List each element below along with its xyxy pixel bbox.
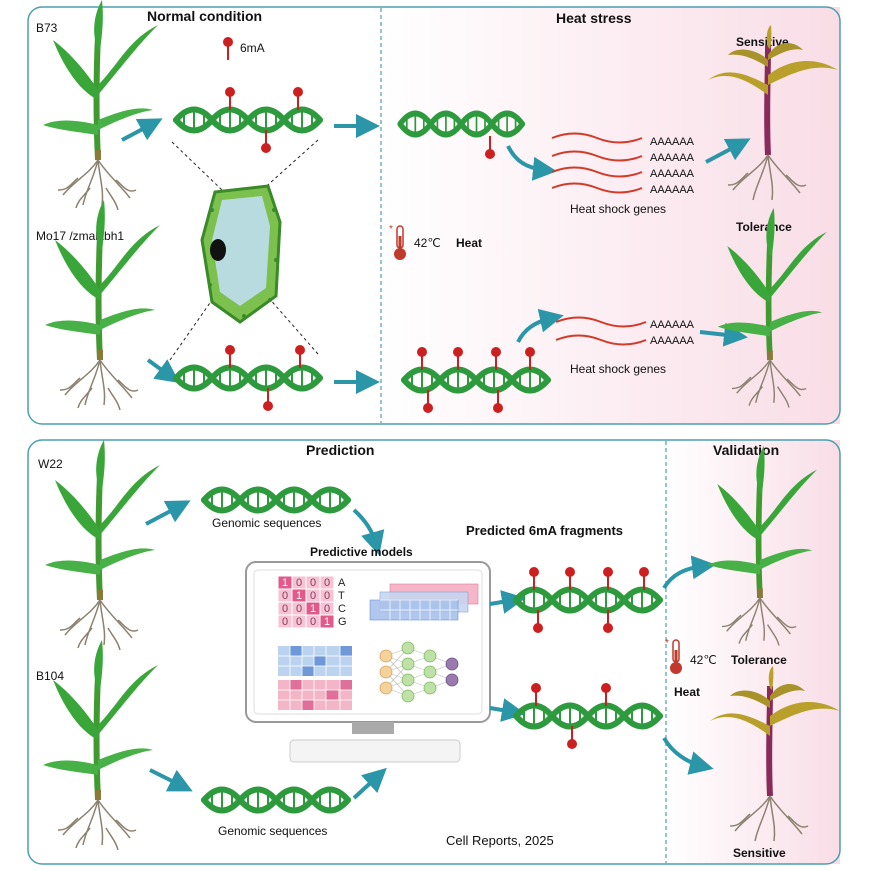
onehot-value: 0 [310,616,316,628]
dna-predicted-sensitive-icon [516,682,660,750]
heat-label-bottom: Heat [674,685,700,699]
mo17-label: Mo17 /zmalkbh1 [36,229,124,243]
arrow-icon [489,698,526,722]
arrow-icon [352,508,385,556]
onehot-value: 1 [324,616,330,628]
arrow-icon [516,308,564,343]
bottom-panel: Prediction Validation W22 B104 Genomic s… [27,439,841,865]
top-panel-frame [27,6,841,425]
plant-cell-icon [169,139,319,361]
sensitive-label-bottom: Sensitive [733,846,786,860]
onehot-base-label: T [338,590,345,602]
heat-shock-transcripts-b73: AAAAAA AAAAAA AAAAAA AAAAAA [551,132,695,196]
dna-b73-normal-icon [176,86,320,154]
arrow-icon [145,500,191,526]
blue-heatmap-icon [278,646,352,676]
onehot-value: 0 [324,603,330,615]
top-panel: Normal condition Heat stress B73 Mo17 /z… [27,0,841,425]
onehot-value: 0 [282,616,288,628]
onehot-value: 1 [282,577,288,589]
w22-label: W22 [38,457,63,471]
onehot-base-label: C [338,603,346,615]
bottom-panel-frame [27,439,841,865]
arrow-icon [662,555,716,590]
onehot-value: 0 [282,590,288,602]
polya-text: AAAAAA [650,136,695,148]
dna-b104-icon [204,790,348,811]
onehot-value: 0 [310,577,316,589]
predicted-6ma-label: Predicted 6mA fragments [466,523,623,538]
onehot-value: 0 [324,590,330,602]
onehot-value: 0 [324,577,330,589]
arrow-icon [699,322,748,347]
polya-text: AAAAAA [650,168,695,180]
polya-text: AAAAAA [650,184,695,196]
pink-heatmap-icon [278,680,352,710]
neural-network-icon [379,641,459,703]
arrow-icon [705,138,751,164]
arrow-icon [121,118,163,142]
6ma-legend-label: 6mA [240,41,265,55]
dna-predicted-tolerant-icon [516,566,660,634]
temperature-label-top: 42℃ [414,236,441,250]
b104-label: B104 [36,669,64,683]
heat-stress-title: Heat stress [556,10,632,26]
onehot-base-label: G [338,616,347,628]
arrow-icon [506,145,557,181]
arrow-icon [352,767,387,800]
onehot-cell [319,614,335,629]
heat-label-top: Heat [456,236,482,250]
w22-plant-icon [45,440,160,650]
temperature-label-bottom: 42℃ [690,653,717,667]
onehot-value: 1 [310,603,316,615]
arrow-icon [489,590,526,614]
tolerance-label-top: Tolerance [736,220,792,234]
onehot-value: 1 [296,590,302,602]
onehot-value: 0 [282,603,288,615]
prediction-title: Prediction [306,442,374,458]
validation-title: Validation [713,442,779,458]
genomic-sequences-label: Genomic sequences [212,516,321,530]
tolerance-label-bottom: Tolerance [731,653,787,667]
predictive-models-label: Predictive models [310,545,413,559]
sensitive-label-top: Sensitive [736,35,789,49]
genomic-sequences-label: Genomic sequences [218,824,327,838]
onehot-value: 0 [310,590,316,602]
polya-text: AAAAAA [650,335,695,347]
arrow-icon [146,358,180,384]
b73-plant-icon [43,0,158,210]
b73-label: B73 [36,21,58,35]
citation-label: Cell Reports, 2025 [446,833,554,848]
arrow-icon [149,768,193,792]
dna-mo17-normal-icon [176,344,320,412]
heat-shock-genes-label: Heat shock genes [570,202,666,216]
polya-text: AAAAAA [650,152,695,164]
dna-w22-icon [204,490,348,511]
onehot-value: 0 [296,616,302,628]
heat-shock-transcripts-mo17: AAAAAA AAAAAA [555,316,695,347]
arrow-icon [662,736,714,775]
normal-condition-title: Normal condition [147,8,262,24]
onehot-value: 0 [296,577,302,589]
onehot-base-label: A [338,577,346,589]
heat-shock-genes-label: Heat shock genes [570,362,666,376]
methyl-legend-icon [222,36,234,61]
polya-text: AAAAAA [650,319,695,331]
feature-layers-icon [369,583,479,621]
onehot-value: 0 [296,603,302,615]
